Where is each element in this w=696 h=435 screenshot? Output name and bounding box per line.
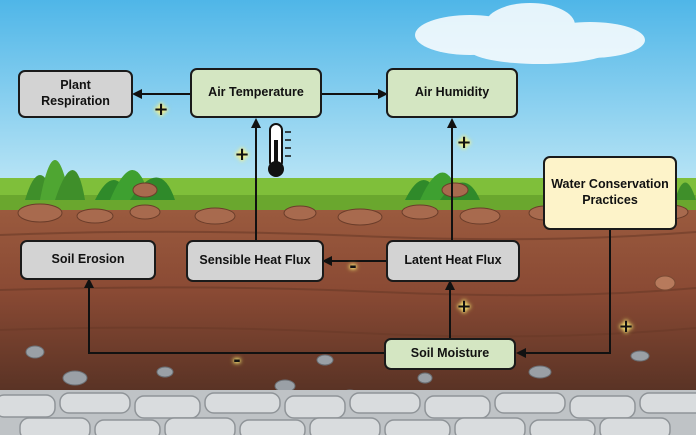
node-plant-respiration: Plant Respiration bbox=[18, 70, 133, 118]
node-sensible-heat-flux: Sensible Heat Flux bbox=[186, 240, 324, 282]
node-air-humidity: Air Humidity bbox=[386, 68, 518, 118]
sign-moisture-to-erosion: - bbox=[233, 350, 241, 371]
sign-temp-to-respiration: + bbox=[153, 99, 169, 120]
sign-latent-to-humidity: + bbox=[456, 132, 472, 153]
soil-strata bbox=[0, 230, 696, 338]
connectors bbox=[84, 89, 611, 358]
node-air-temperature: Air Temperature bbox=[190, 68, 322, 118]
stones bbox=[0, 392, 696, 435]
sign-latent-to-sensible: - bbox=[349, 256, 357, 277]
thermometer-icon bbox=[268, 123, 291, 177]
sign-conservation-to-moisture: + bbox=[618, 316, 634, 337]
sign-moisture-to-latent: + bbox=[456, 296, 472, 317]
node-soil-moisture: Soil Moisture bbox=[384, 338, 516, 370]
edge-conservation-to-moisture bbox=[516, 230, 611, 358]
cloud bbox=[415, 3, 645, 64]
grass-clump-left bbox=[25, 160, 85, 200]
node-water-conservation: Water Conservation Practices bbox=[543, 156, 677, 230]
grass-clump-far-right bbox=[675, 182, 696, 200]
node-soil-erosion: Soil Erosion bbox=[20, 240, 156, 280]
sign-sensible-to-temp: + bbox=[234, 144, 250, 165]
edge-moisture-to-erosion bbox=[84, 278, 384, 354]
node-latent-heat-flux: Latent Heat Flux bbox=[386, 240, 520, 282]
